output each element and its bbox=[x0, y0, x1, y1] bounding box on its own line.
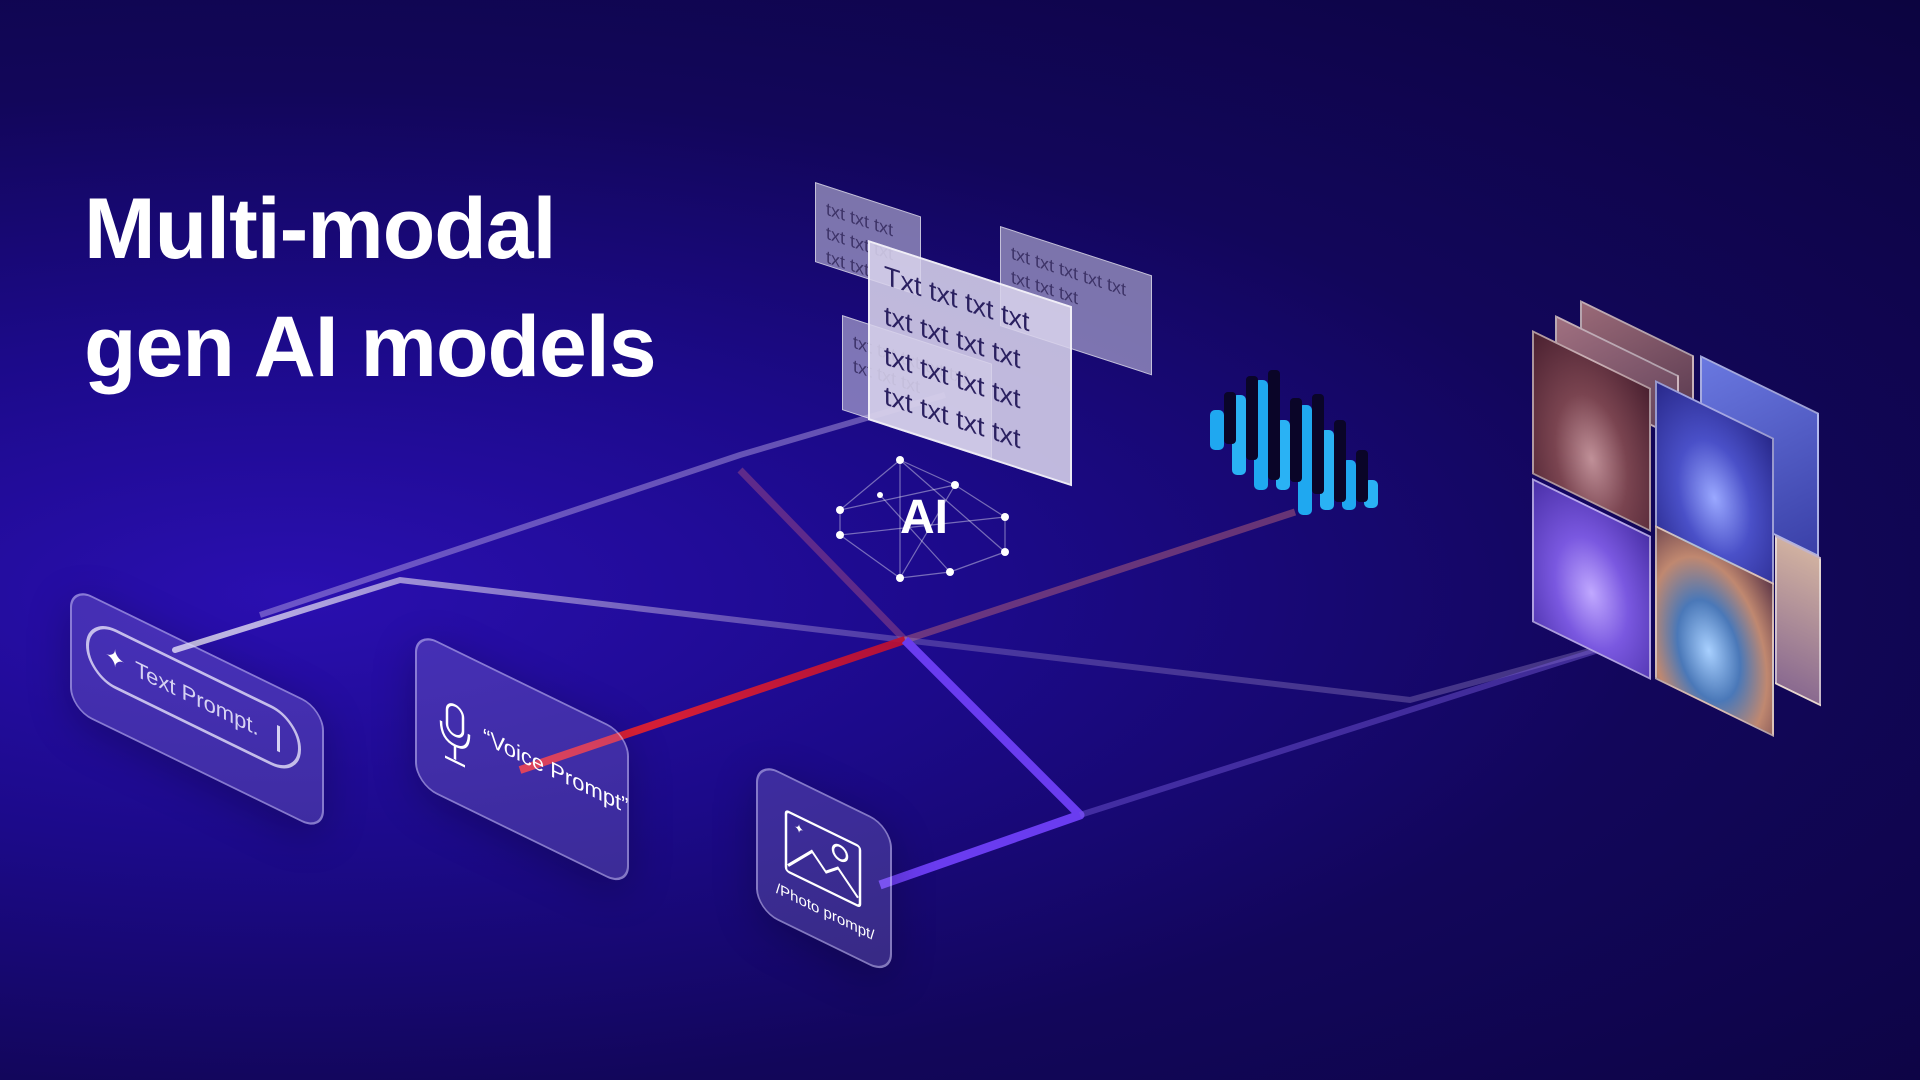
title-line-2: gen AI models bbox=[84, 299, 657, 395]
microphone-icon bbox=[439, 703, 471, 768]
sparkle-icon: ✦ bbox=[105, 640, 126, 678]
flow-line-text-to-textout bbox=[259, 392, 946, 618]
flow-line-photo-to-hub bbox=[878, 636, 1085, 890]
image-icon: ✦ bbox=[784, 810, 862, 907]
flow-line-photo-to-images bbox=[1079, 637, 1631, 818]
flow-line-hub-to-audio bbox=[903, 508, 1297, 644]
slide-title: Multi-modal gen AI models bbox=[84, 170, 657, 406]
text-prompt-label: Text Prompt. bbox=[135, 655, 259, 741]
flow-line-hub-to-textout bbox=[737, 467, 908, 643]
audio-waveform-icon bbox=[1210, 370, 1378, 515]
image-tile-natural-back bbox=[1775, 535, 1821, 707]
flow-line-hub-to-images bbox=[904, 637, 1631, 704]
voice-prompt-card: “Voice Prompt” bbox=[415, 630, 629, 889]
svg-text:✦: ✦ bbox=[794, 819, 804, 838]
title-line-1: Multi-modal bbox=[84, 181, 556, 277]
network-icon bbox=[836, 456, 1009, 582]
flow-line-voice-to-hub bbox=[518, 636, 907, 774]
text-cursor-icon bbox=[277, 724, 280, 753]
voice-prompt-label: “Voice Prompt” bbox=[483, 723, 629, 820]
flow-line-text-to-hub bbox=[172, 576, 908, 653]
ai-hub-label: AI bbox=[900, 491, 948, 544]
photo-prompt-card: ✦ /Photo prompt/ bbox=[756, 760, 892, 977]
